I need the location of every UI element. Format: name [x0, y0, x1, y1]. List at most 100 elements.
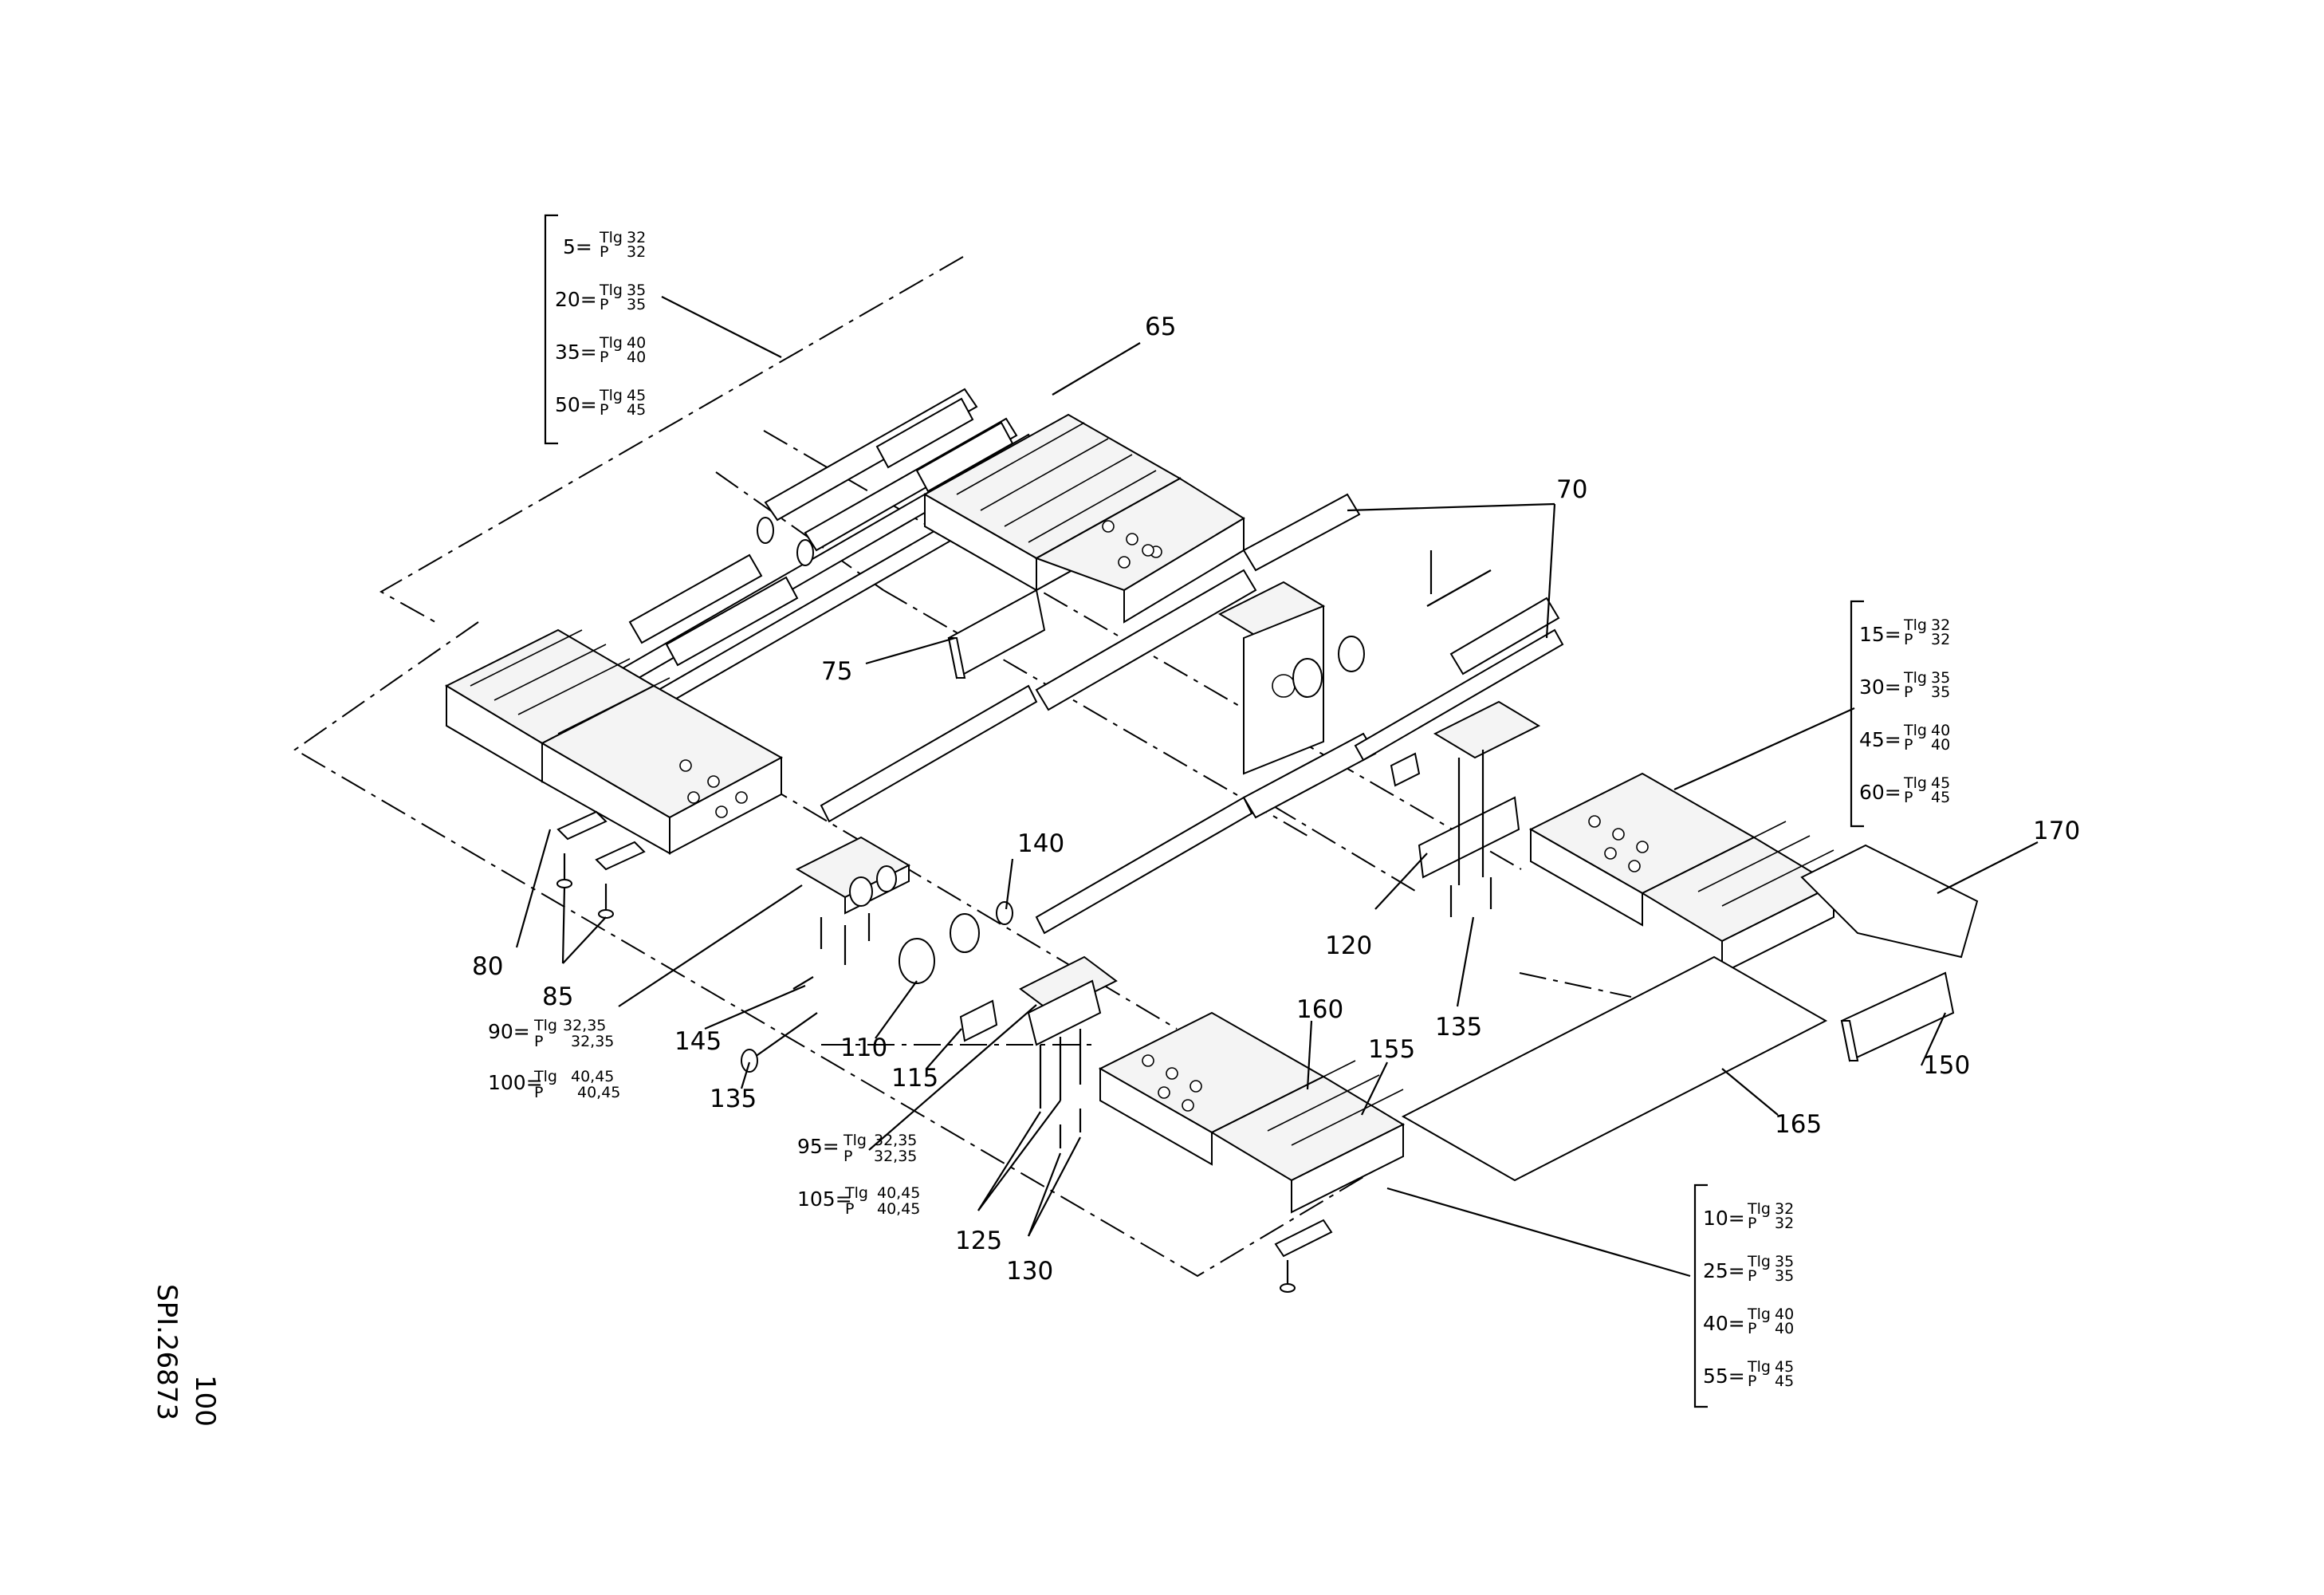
svg-text:32,35: 32,35 [563, 1017, 606, 1034]
svg-text:P: P [534, 1033, 543, 1050]
svg-text:Tlg: Tlg [599, 387, 623, 404]
rail-block-front [1098, 1011, 1406, 1293]
svg-text:40: 40 [627, 349, 646, 366]
svg-text:P: P [843, 1148, 852, 1165]
svg-text:55=: 55= [1703, 1365, 1745, 1388]
callout-150: 150 [1923, 1051, 1970, 1080]
svg-text:35: 35 [1775, 1267, 1794, 1285]
svg-text:P: P [600, 243, 608, 261]
table-row: 20= Tlg 35 P 35 [555, 282, 646, 313]
svg-text:P: P [1748, 1267, 1756, 1285]
svg-text:P: P [1904, 683, 1913, 701]
svg-text:P: P [1904, 736, 1913, 754]
svg-text:32,35: 32,35 [874, 1148, 917, 1165]
parts-table-top-left: 5= Tlg 32 P 32 20= Tlg 35 P 35 35= Tlg 4… [555, 229, 646, 419]
svg-text:Tlg: Tlg [599, 229, 623, 246]
callout-80: 80 [472, 952, 503, 981]
svg-text:Tlg: Tlg [1903, 669, 1927, 687]
svg-text:90=: 90= [488, 1020, 530, 1043]
svg-text:Tlg: Tlg [1747, 1253, 1771, 1270]
callout-165: 165 [1775, 1110, 1822, 1139]
svg-text:45: 45 [627, 387, 646, 404]
svg-text:45: 45 [1775, 1358, 1794, 1376]
table-row: 60= Tlg 45 P 45 [1859, 774, 1950, 806]
callout-65: 65 [1145, 313, 1176, 341]
svg-text:45: 45 [1931, 789, 1950, 806]
note-row: 100= Tlg 40,45 P 40,45 [488, 1068, 620, 1101]
svg-text:P: P [1748, 1320, 1756, 1337]
callout-135-left: 135 [710, 1085, 757, 1113]
svg-text:95=: 95= [797, 1135, 840, 1158]
parts-table-right: 15= Tlg 32 P 32 30= Tlg 35 P 35 45= Tlg … [1859, 616, 1950, 806]
svg-text:32: 32 [1931, 616, 1950, 634]
notes-center: 95= Tlg 32,35 P 32,35 105= Tlg 40,45 P 4… [797, 1132, 920, 1218]
svg-text:40,45: 40,45 [877, 1200, 920, 1218]
svg-text:45=: 45= [1859, 728, 1901, 751]
svg-text:P: P [1904, 789, 1913, 806]
svg-text:P: P [1748, 1372, 1756, 1390]
note-row: 95= Tlg 32,35 P 32,35 [797, 1132, 917, 1165]
svg-text:Tlg: Tlg [1903, 616, 1927, 634]
svg-text:Tlg: Tlg [1903, 722, 1927, 739]
svg-text:P: P [1904, 631, 1913, 648]
table-row: 5= Tlg 32 P 32 [563, 229, 646, 261]
svg-text:30=: 30= [1859, 675, 1901, 699]
rail-block-left [444, 628, 784, 919]
drawing-identifiers: SPI.26873 100 [151, 1284, 221, 1427]
svg-text:Tlg: Tlg [844, 1184, 868, 1202]
svg-text:40: 40 [627, 334, 646, 352]
parts-table-bottom-right: 10= Tlg 32 P 32 25= Tlg 35 P 35 40= Tlg … [1703, 1200, 1794, 1390]
svg-text:Tlg: Tlg [599, 282, 623, 299]
hinge-bracket-right [1390, 700, 1541, 917]
svg-text:25=: 25= [1703, 1259, 1745, 1282]
svg-text:40: 40 [1775, 1306, 1794, 1323]
callout-75: 75 [821, 657, 852, 686]
callout-labels: 65 70 75 80 85 110 115 120 125 130 135 1… [472, 313, 2080, 1286]
table-row: 15= Tlg 32 P 32 [1859, 616, 1950, 648]
svg-text:Tlg: Tlg [533, 1017, 557, 1034]
table-row: 50= Tlg 45 P 45 [555, 387, 646, 419]
svg-text:Tlg: Tlg [1747, 1306, 1771, 1323]
svg-text:40,45: 40,45 [571, 1068, 614, 1085]
callout-135-right: 135 [1435, 1013, 1482, 1042]
callout-155: 155 [1368, 1035, 1415, 1064]
svg-text:40,45: 40,45 [577, 1084, 620, 1101]
table-brackets [544, 214, 1864, 1408]
callout-140: 140 [1017, 829, 1064, 858]
svg-text:60=: 60= [1859, 781, 1901, 804]
svg-text:P: P [600, 349, 608, 366]
table-row: 10= Tlg 32 P 32 [1703, 1200, 1794, 1232]
callout-170: 170 [2033, 817, 2080, 845]
svg-text:P: P [600, 401, 608, 419]
svg-text:P: P [845, 1200, 854, 1218]
svg-text:35: 35 [1775, 1253, 1794, 1270]
hinge-bracket-center [1019, 955, 1118, 1148]
svg-text:35=: 35= [555, 341, 597, 364]
svg-text:Tlg: Tlg [599, 334, 623, 352]
svg-text:Tlg: Tlg [1903, 774, 1927, 792]
table-row: 35= Tlg 40 P 40 [555, 334, 646, 366]
svg-text:35: 35 [627, 282, 646, 299]
svg-text:105=: 105= [797, 1187, 852, 1211]
svg-text:P: P [1748, 1215, 1756, 1232]
svg-text:40,45: 40,45 [877, 1184, 920, 1202]
callout-130: 130 [1006, 1257, 1053, 1286]
svg-text:32: 32 [1775, 1215, 1794, 1232]
svg-text:40: 40 [1931, 722, 1950, 739]
callout-115: 115 [891, 1064, 938, 1093]
svg-text:40: 40 [1775, 1320, 1794, 1337]
rail-block-right [1401, 772, 1979, 1182]
hinge-bracket-left [741, 836, 1013, 1073]
svg-text:Tlg: Tlg [533, 1068, 557, 1085]
callout-125: 125 [955, 1227, 1002, 1255]
svg-text:Tlg: Tlg [1747, 1200, 1771, 1218]
leader-lines [515, 296, 2039, 1278]
svg-text:P: P [600, 296, 608, 313]
svg-text:32: 32 [627, 243, 646, 261]
svg-text:32,35: 32,35 [874, 1132, 917, 1149]
callout-110: 110 [840, 1034, 887, 1062]
drawing-number: 100 [189, 1375, 221, 1427]
svg-text:Tlg: Tlg [1747, 1358, 1771, 1376]
svg-text:15=: 15= [1859, 623, 1901, 646]
